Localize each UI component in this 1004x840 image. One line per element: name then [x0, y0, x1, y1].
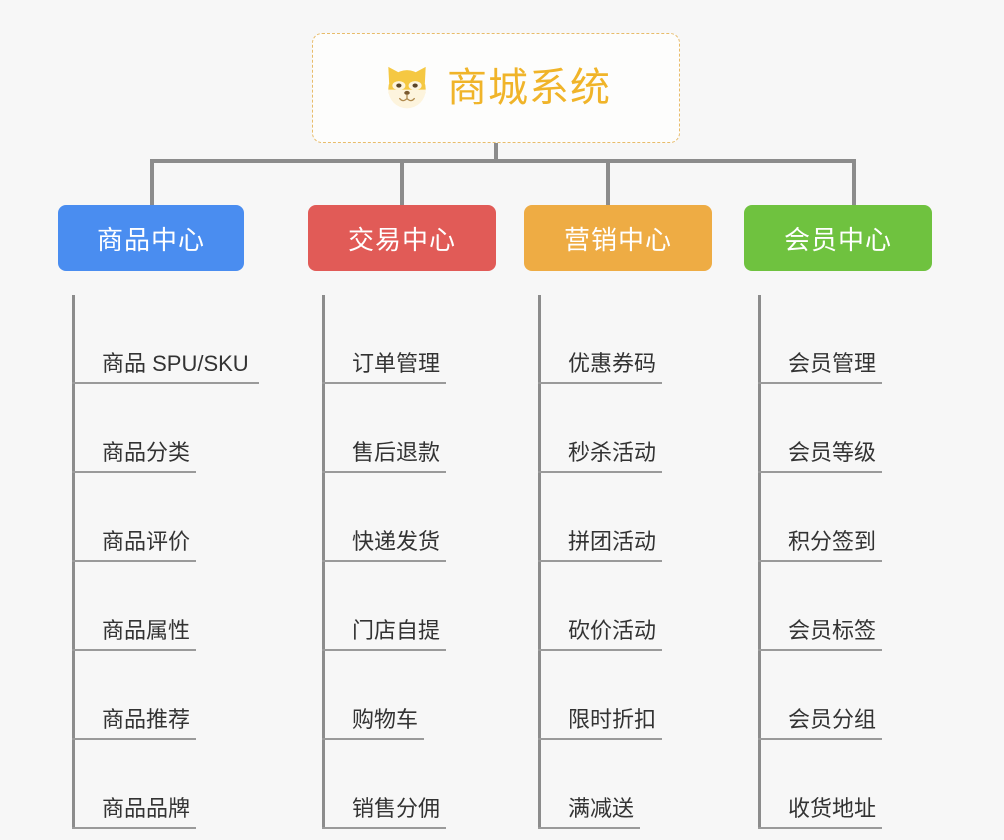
leaf-label: 秒杀活动 [538, 440, 663, 473]
connector-drop-4 [852, 159, 856, 207]
connector-spine-1 [72, 295, 75, 829]
list-item[interactable]: 商品分类 [72, 384, 284, 473]
list-item[interactable]: 会员管理 [758, 295, 970, 384]
leaf-label: 积分签到 [758, 529, 883, 562]
list-item[interactable]: 积分签到 [758, 473, 970, 562]
root-node-title: 商城系统 [447, 66, 611, 110]
branch-product-center: 商品中心 商品 SPU/SKU 商品分类 商品评价 商品属性 商品推荐 商品品牌 [58, 205, 284, 829]
connector-spine-2 [322, 295, 325, 829]
list-item[interactable]: 售后退款 [322, 384, 534, 473]
branch-label: 会员中心 [783, 224, 892, 255]
leaf-label: 商品属性 [72, 618, 197, 651]
leaf-list-member-center: 会员管理 会员等级 积分签到 会员标签 会员分组 收货地址 [744, 295, 970, 829]
connector-drop-2 [400, 159, 404, 207]
list-item[interactable]: 商品属性 [72, 562, 284, 651]
branch-member-center: 会员中心 会员管理 会员等级 积分签到 会员标签 会员分组 收货地址 [744, 205, 970, 829]
list-item[interactable]: 秒杀活动 [538, 384, 750, 473]
list-item[interactable]: 会员等级 [758, 384, 970, 473]
leaf-list-marketing-center: 优惠券码 秒杀活动 拼团活动 砍价活动 限时折扣 满减送 [524, 295, 750, 829]
leaf-label: 售后退款 [322, 440, 447, 473]
branch-header-trade-center[interactable]: 交易中心 [308, 205, 496, 271]
leaf-label: 满减送 [538, 796, 641, 829]
list-item[interactable]: 商品评价 [72, 473, 284, 562]
branch-label: 营销中心 [563, 224, 672, 255]
branch-header-marketing-center[interactable]: 营销中心 [524, 205, 712, 271]
leaf-label: 会员管理 [758, 351, 883, 384]
connector-spine-3 [538, 295, 541, 829]
leaf-label: 优惠券码 [538, 351, 663, 384]
list-item[interactable]: 门店自提 [322, 562, 534, 651]
list-item[interactable]: 砍价活动 [538, 562, 750, 651]
leaf-label: 商品评价 [72, 529, 197, 562]
root-node-mall-system[interactable]: 商城系统 [312, 33, 680, 143]
leaf-label: 会员标签 [758, 618, 883, 651]
leaf-label: 会员等级 [758, 440, 883, 473]
leaf-label: 收货地址 [758, 796, 883, 829]
branch-trade-center: 交易中心 订单管理 售后退款 快递发货 门店自提 购物车 销售分佣 [308, 205, 534, 829]
list-item[interactable]: 商品 SPU/SKU [72, 295, 284, 384]
list-item[interactable]: 满减送 [538, 740, 750, 829]
branch-header-product-center[interactable]: 商品中心 [58, 205, 244, 271]
connector-spine-4 [758, 295, 761, 829]
branch-header-member-center[interactable]: 会员中心 [744, 205, 932, 271]
branch-marketing-center: 营销中心 优惠券码 秒杀活动 拼团活动 砍价活动 限时折扣 满减送 [524, 205, 750, 829]
leaf-label: 砍价活动 [538, 618, 663, 651]
list-item[interactable]: 优惠券码 [538, 295, 750, 384]
connector-drop-1 [150, 159, 154, 207]
leaf-label: 限时折扣 [538, 707, 663, 740]
branch-label: 商品中心 [96, 224, 205, 255]
list-item[interactable]: 限时折扣 [538, 651, 750, 740]
list-item[interactable]: 拼团活动 [538, 473, 750, 562]
leaf-label: 快递发货 [322, 529, 447, 562]
list-item[interactable]: 快递发货 [322, 473, 534, 562]
leaf-list-trade-center: 订单管理 售后退款 快递发货 门店自提 购物车 销售分佣 [308, 295, 534, 829]
leaf-label: 商品 SPU/SKU [72, 351, 259, 384]
list-item[interactable]: 订单管理 [322, 295, 534, 384]
list-item[interactable]: 购物车 [322, 651, 534, 740]
leaf-list-product-center: 商品 SPU/SKU 商品分类 商品评价 商品属性 商品推荐 商品品牌 [58, 295, 284, 829]
list-item[interactable]: 销售分佣 [322, 740, 534, 829]
list-item[interactable]: 会员分组 [758, 651, 970, 740]
leaf-label: 会员分组 [758, 707, 883, 740]
leaf-label: 拼团活动 [538, 529, 663, 562]
leaf-label: 商品品牌 [72, 796, 197, 829]
list-item[interactable]: 收货地址 [758, 740, 970, 829]
connector-bus [150, 159, 856, 163]
leaf-label: 订单管理 [322, 351, 447, 384]
connector-trunk [494, 143, 498, 162]
leaf-label: 销售分佣 [322, 796, 447, 829]
leaf-label: 商品分类 [72, 440, 197, 473]
connector-drop-3 [606, 159, 610, 207]
list-item[interactable]: 商品品牌 [72, 740, 284, 829]
list-item[interactable]: 会员标签 [758, 562, 970, 651]
shiba-dog-face-icon [381, 62, 433, 114]
leaf-label: 门店自提 [322, 618, 447, 651]
branch-label: 交易中心 [347, 224, 456, 255]
leaf-label: 商品推荐 [72, 707, 197, 740]
leaf-label: 购物车 [322, 707, 425, 740]
list-item[interactable]: 商品推荐 [72, 651, 284, 740]
